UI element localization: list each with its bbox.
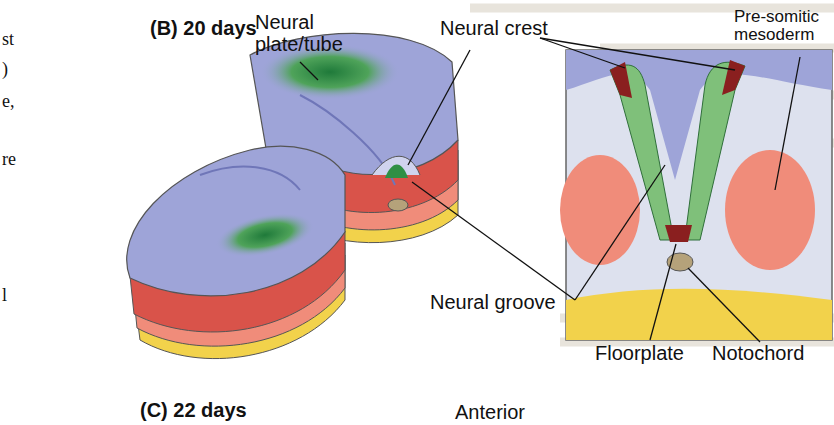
structure-label: Floorplate — [595, 343, 684, 365]
cross-section-inset — [560, 50, 832, 340]
panel-label: (C) 22 days — [140, 400, 247, 422]
panel-label: (B) 20 days — [150, 18, 257, 40]
structure-label: Pre-somitic mesoderm — [734, 8, 830, 45]
structure-label: Neural plate/tube — [255, 12, 365, 55]
structure-label: Neural crest — [440, 18, 548, 40]
embryo-front-piece — [127, 146, 345, 358]
page-fragment: l — [2, 286, 7, 305]
structure-label: Neural groove — [430, 292, 556, 314]
page-fragment: re — [2, 150, 16, 169]
page-fragment: e, — [2, 92, 15, 111]
page-fragment: st — [2, 30, 14, 49]
leader-lines — [300, 38, 800, 342]
structure-label: Notochord — [712, 343, 804, 365]
page-fragment: ) — [2, 60, 8, 79]
structure-label: Anterior — [455, 402, 525, 424]
